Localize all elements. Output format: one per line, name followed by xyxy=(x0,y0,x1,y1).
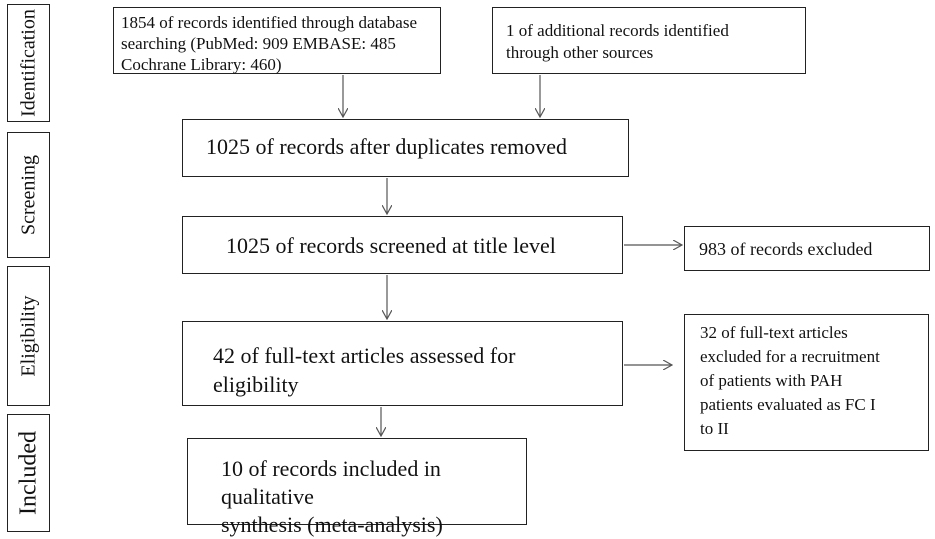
full-text-assessed-text: 42 of full-text articles assessed for el… xyxy=(213,343,516,397)
box-full-text-assessed: 42 of full-text articles assessed for el… xyxy=(182,321,623,406)
screened-title-text: 1025 of records screened at title level xyxy=(226,233,556,258)
duplicates-removed-text: 1025 of records after duplicates removed xyxy=(206,134,568,159)
box-database-records: 1854 of records identified through datab… xyxy=(113,7,441,74)
stage-included: Included xyxy=(7,414,50,532)
stage-identification: Identification xyxy=(7,4,50,122)
other-sources-text: 1 of additional records identified throu… xyxy=(506,21,729,62)
full-text-excluded-text: 32 of full-text articles excluded for a … xyxy=(700,323,880,438)
box-other-sources: 1 of additional records identified throu… xyxy=(492,7,806,74)
box-excluded-screen: 983 of records excluded xyxy=(684,226,930,271)
box-duplicates-removed: 1025 of records after duplicates removed xyxy=(182,119,629,177)
included-text: 10 of records included in qualitative sy… xyxy=(221,456,443,537)
box-included: 10 of records included in qualitative sy… xyxy=(187,438,527,537)
stage-screening: Screening xyxy=(7,132,50,258)
database-records-text: 1854 of records identified through datab… xyxy=(121,13,417,74)
excluded-screen-text: 983 of records excluded xyxy=(699,239,873,259)
stage-eligibility: Eligibility xyxy=(7,266,50,406)
box-screened-title: 1025 of records screened at title level xyxy=(182,216,623,274)
box-full-text-excluded: 32 of full-text articles excluded for a … xyxy=(684,314,929,451)
